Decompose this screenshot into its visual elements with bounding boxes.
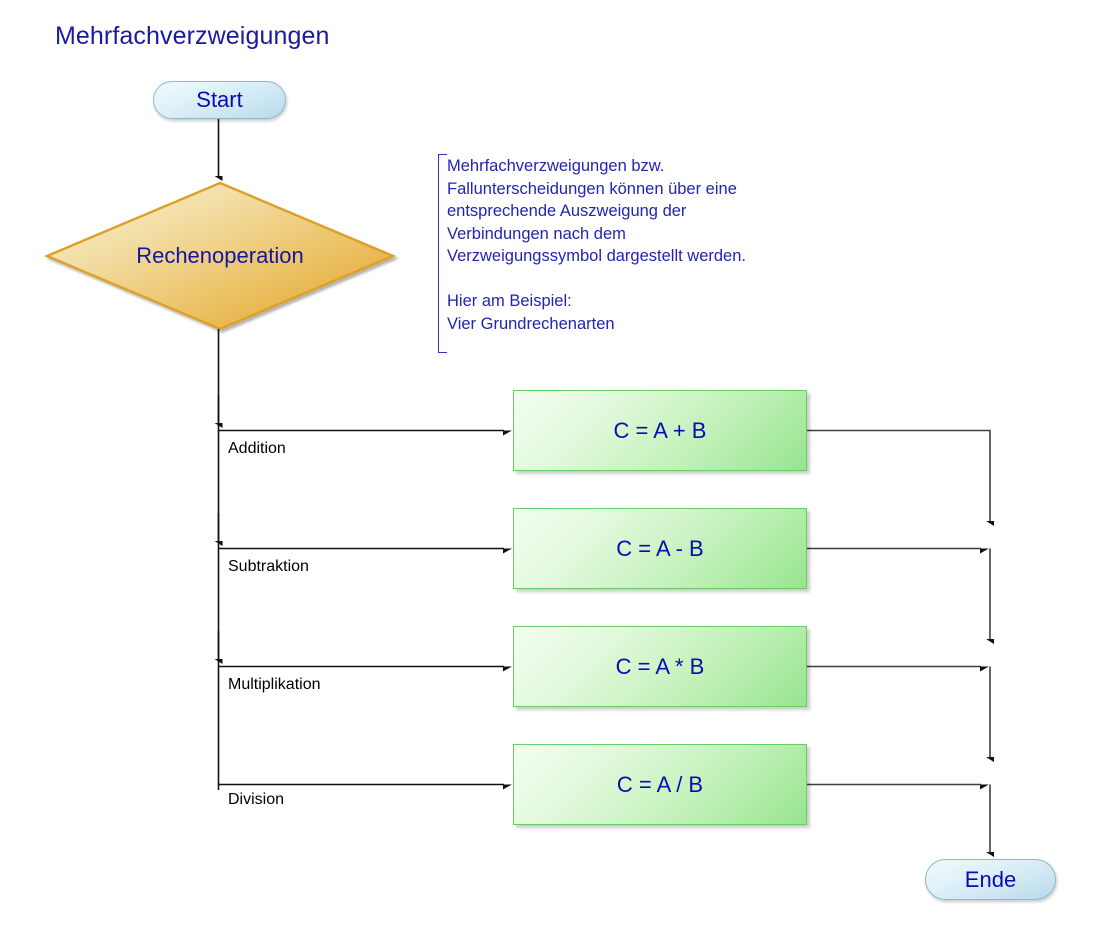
annotation-note: Mehrfachverzweigungen bzw. Falluntersche…	[447, 157, 746, 333]
annotation-bracket	[438, 154, 447, 353]
branch-label: Subtraktion	[228, 558, 309, 575]
process-box[interactable]: C = A / B	[513, 744, 807, 825]
decision-node[interactable]: Rechenoperation	[47, 183, 393, 329]
process-box[interactable]: C = A * B	[513, 626, 807, 707]
decision-diamond-shape	[43, 181, 397, 331]
branch-label: Division	[228, 791, 285, 808]
end-terminator-node[interactable]: Ende	[925, 859, 1056, 900]
process-box-label: C = A - B	[616, 535, 704, 561]
branch-label: Addition	[228, 440, 286, 457]
process-box-label: C = A + B	[613, 417, 707, 443]
start-terminator-node[interactable]: Start	[153, 81, 286, 119]
process-box-label: C = A * B	[615, 653, 705, 679]
start-node-label: Start	[196, 87, 243, 112]
branch-label: Multiplikation	[228, 676, 321, 693]
decision-node-label: Rechenoperation	[136, 243, 304, 268]
page-title: Mehrfachverzweigungen	[55, 22, 330, 50]
process-box-label: C = A / B	[616, 771, 704, 797]
connector-process-0-to-merge	[807, 429, 990, 523]
process-box[interactable]: C = A + B	[513, 390, 807, 471]
end-node-label: Ende	[964, 866, 1017, 892]
process-box[interactable]: C = A - B	[513, 508, 807, 589]
